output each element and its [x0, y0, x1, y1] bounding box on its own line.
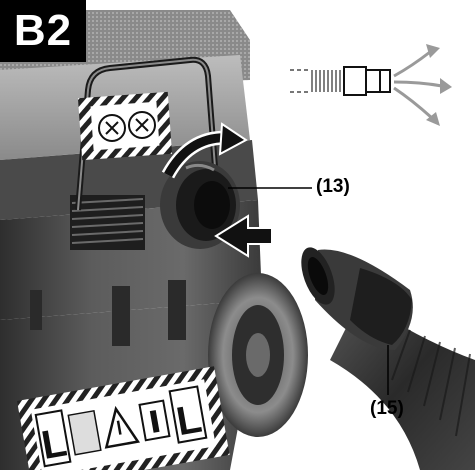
vacuum-body [0, 10, 262, 470]
rotate-arrow-icon [161, 122, 248, 179]
airflow-arrows-icon [393, 44, 452, 126]
insert-arrow-icon [214, 214, 273, 258]
hose-inlet-port [160, 161, 240, 249]
wheel [208, 273, 308, 437]
callout-15: (15) [370, 398, 404, 419]
hose-detail-inset [290, 66, 391, 96]
figure-badge: B2 [0, 0, 86, 62]
hose-connector [301, 247, 475, 470]
warning-labels-strip: L L [17, 366, 230, 475]
filter-symbol-label [77, 91, 173, 161]
callout-13: (13) [316, 176, 350, 197]
vent-grille [70, 195, 145, 250]
